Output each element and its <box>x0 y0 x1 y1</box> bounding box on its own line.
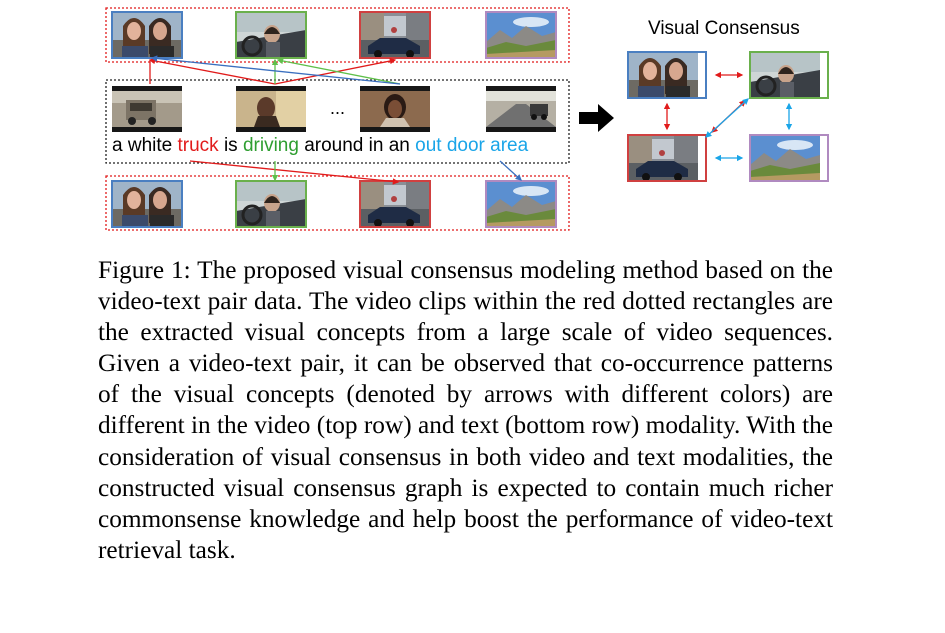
figure-caption: Figure 1: The proposed visual consensus … <box>98 256 833 564</box>
consensus-title: Visual Consensus <box>648 18 800 39</box>
consensus-node-car <box>748 50 829 100</box>
bottom-concept-girls <box>111 180 183 228</box>
consensus-edge-street-car-cyan <box>705 98 749 138</box>
bottom-concept-street <box>359 180 431 228</box>
sentence-word-truck: truck <box>177 135 219 156</box>
ellipsis: ... <box>330 98 346 118</box>
video-arrow-red-2 <box>274 57 397 85</box>
sentence-word-driving: driving <box>242 135 299 156</box>
video-frame-2 <box>236 86 306 132</box>
video-caption-sentence: a white truck is driving around in an ou… <box>112 135 528 157</box>
top-concept-car <box>234 10 308 60</box>
transition-arrow <box>579 104 614 132</box>
consensus-node-mountain <box>749 134 829 182</box>
top-concepts-box <box>105 7 570 63</box>
bottom-concepts-box <box>105 175 570 231</box>
bottom-concept-car <box>234 179 308 229</box>
video-frame-3 <box>360 86 430 132</box>
bottom-concept-mountain <box>485 180 557 228</box>
sentence-part: a white <box>112 135 178 156</box>
video-frame-1 <box>112 86 182 132</box>
sentence-part: is <box>218 135 243 156</box>
top-concept-mountain <box>485 11 557 59</box>
top-concept-street <box>359 11 431 59</box>
sentence-word-outdoor: out door area <box>415 135 529 156</box>
top-concept-girls <box>111 11 183 59</box>
figure-graphic <box>105 7 829 231</box>
video-frame-4 <box>486 86 556 132</box>
text-arrow-red <box>189 160 400 185</box>
consensus-node-girls <box>627 51 707 99</box>
consensus-node-street <box>627 134 707 182</box>
video-arrow-red-1 <box>148 57 276 85</box>
sentence-part: around in an <box>298 135 416 156</box>
video-arrow-green-1 <box>276 57 401 85</box>
text-arrow-blue <box>499 160 522 181</box>
video-arrow-blue-1 <box>150 55 401 85</box>
video-text-pair-box <box>105 79 570 164</box>
figure-diagram: ... a white truck is driving around in a… <box>0 0 945 240</box>
